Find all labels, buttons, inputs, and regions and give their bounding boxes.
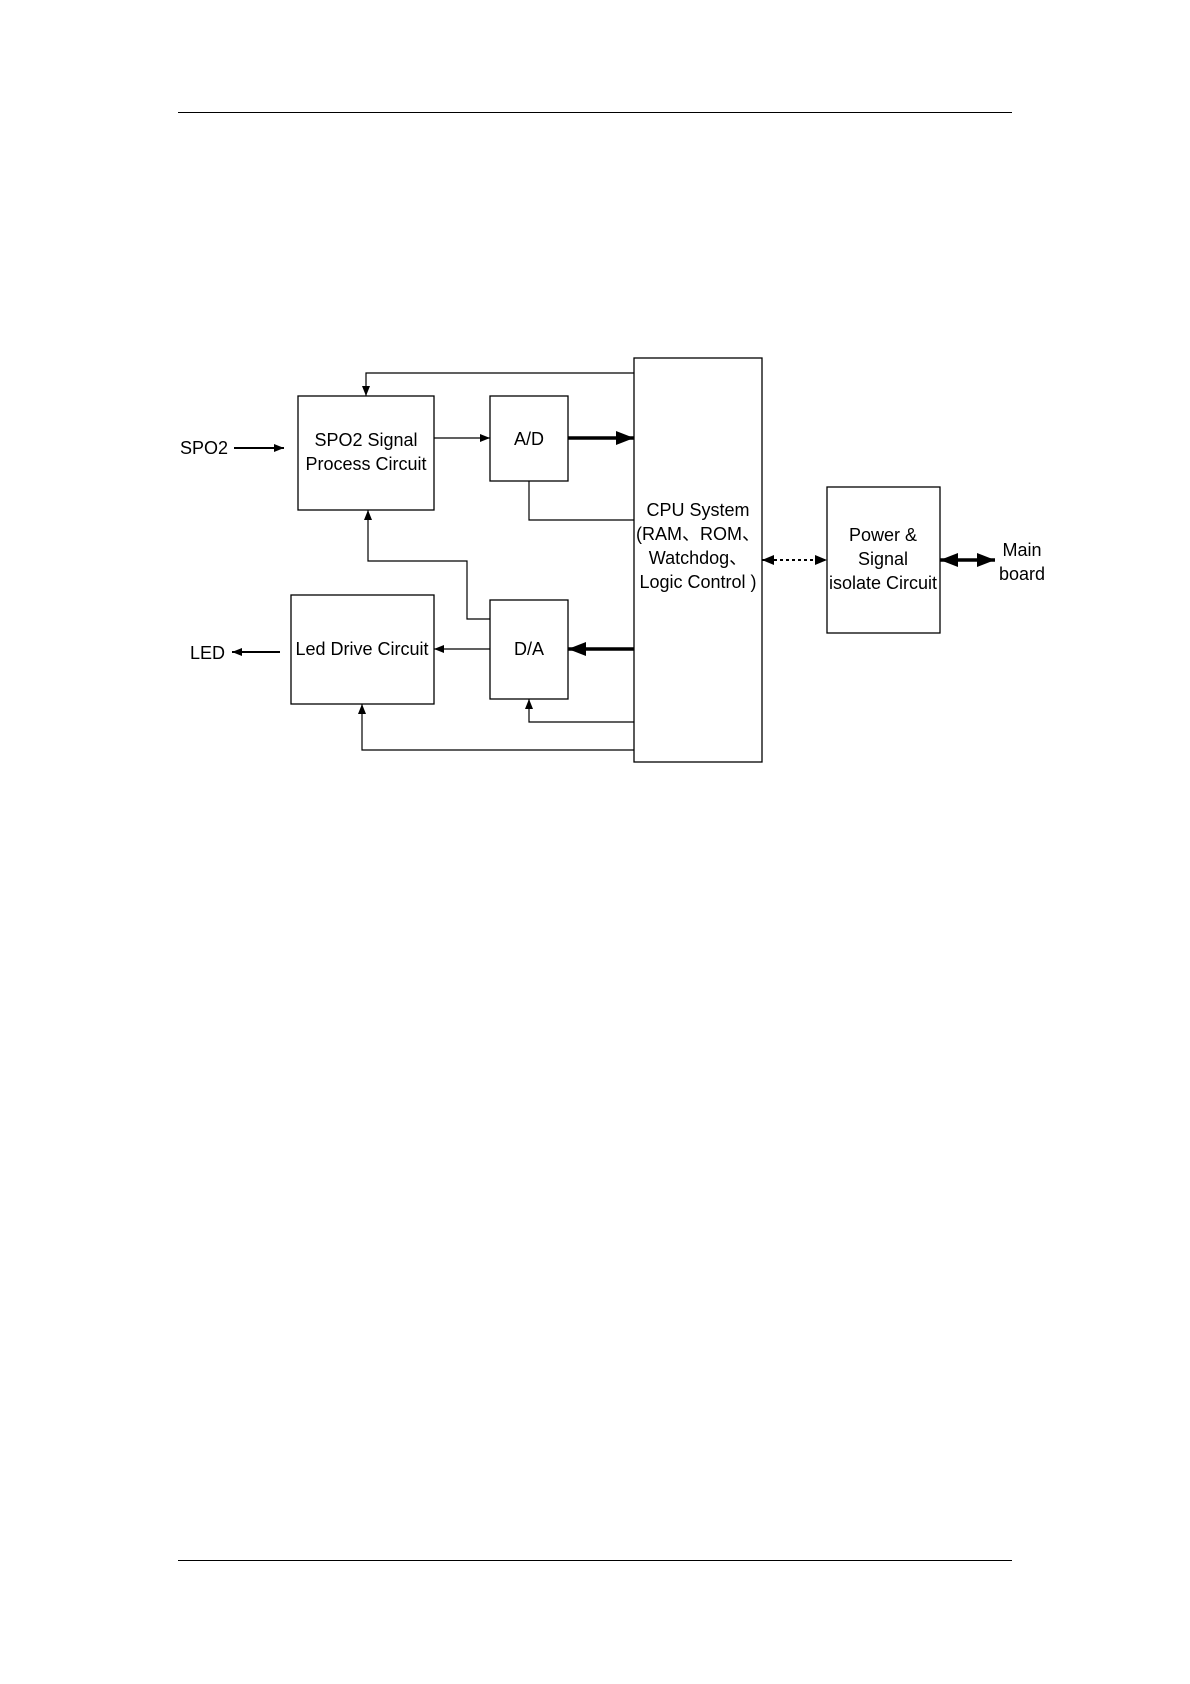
power-label-line1: Power & [849,525,917,545]
cpu-label-line1: CPU System [646,500,749,520]
cpu-label-line4: Logic Control ) [639,572,756,592]
spo2-signal-label-line2: Process Circuit [305,454,426,474]
spo2-signal-label-line1: SPO2 Signal [314,430,417,450]
ad-label: A/D [514,429,544,449]
power-label-line2: Signal [858,549,908,569]
cpu-to-led-drive-control-line [362,704,634,750]
led-drive-label: Led Drive Circuit [295,639,428,659]
led-output-label: LED [190,643,225,663]
main-board-label-line1: Main [1002,540,1041,560]
cpu-label-line2: (RAM、ROM、 [636,524,760,544]
cpu-to-signal-control-line [366,373,634,396]
spo2-signal-process-block [298,396,434,510]
main-board-label-line2: board [999,564,1045,584]
da-to-signal-feedback-line [368,510,490,619]
cpu-label-line3: Watchdog、 [649,548,747,568]
spo2-input-label: SPO2 [180,438,228,458]
da-label: D/A [514,639,544,659]
cpu-to-ad-control-line [529,481,634,520]
cpu-to-da-control-line [529,699,634,722]
power-label-line3: isolate Circuit [829,573,937,593]
